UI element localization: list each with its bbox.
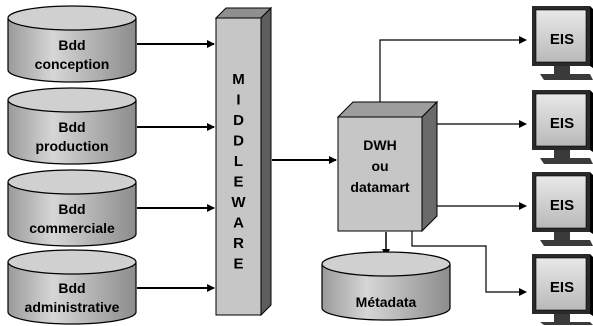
database-label-line1: Bdd [58, 280, 85, 296]
metadata-label: Métadata [356, 294, 417, 310]
middleware-letter: L [234, 153, 243, 170]
middleware-letter: R [233, 235, 244, 252]
database-administrative: Bdd administrative [7, 249, 137, 325]
database-conception: Bdd conception [7, 5, 137, 83]
middleware-letter: E [233, 174, 243, 191]
middleware-letter: E [233, 256, 243, 273]
dwh-cube: DWH ou datamart [336, 100, 439, 233]
eis-monitor-2: EIS [532, 90, 593, 164]
middleware-letter: M [232, 71, 245, 88]
arrow-dwh-to-eis-1 [379, 36, 527, 102]
database-label-line2: production [35, 138, 108, 154]
middleware-letter: D [233, 133, 244, 150]
database-commerciale: Bdd commerciale [7, 169, 137, 247]
arrow-dwh-to-eis-4 [411, 231, 527, 296]
middleware-letter: D [233, 112, 244, 129]
database-label-line2: conception [35, 56, 110, 72]
eis-monitor-4: EIS [532, 254, 593, 325]
eis-label: EIS [550, 31, 574, 48]
database-production: Bdd production [7, 87, 137, 165]
dwh-label-line1: DWH [363, 137, 396, 153]
database-label-line1: Bdd [58, 201, 85, 217]
middleware-letter: W [231, 194, 246, 211]
database-label-line1: Bdd [58, 119, 85, 135]
eis-monitor-1: EIS [532, 6, 593, 80]
database-label-line2: commerciale [29, 220, 115, 236]
dwh-label-line3: datamart [350, 179, 409, 195]
dwh-label-line2: ou [371, 158, 388, 174]
eis-label: EIS [550, 115, 574, 132]
metadata-cylinder: Métadata [321, 251, 451, 321]
eis-label: EIS [550, 279, 574, 296]
database-label-line2: administrative [25, 299, 120, 315]
middleware-letter: A [233, 215, 244, 232]
middleware-letter: I [236, 92, 240, 109]
eis-monitor-3: EIS [532, 172, 593, 246]
database-label-line1: Bdd [58, 37, 85, 53]
eis-label: EIS [550, 197, 574, 214]
